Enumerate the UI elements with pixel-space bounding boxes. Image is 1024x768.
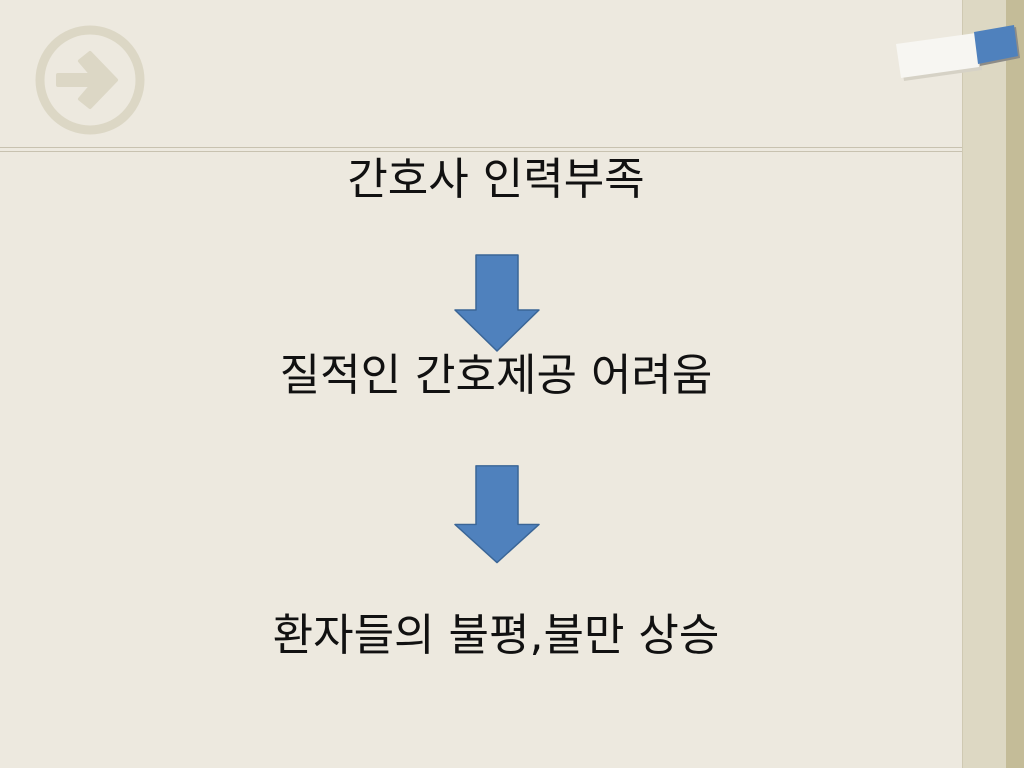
arrow-down-icon <box>454 254 540 352</box>
paper-tag-icon <box>896 25 1020 81</box>
arrow-down-icon <box>454 465 540 564</box>
flow-step-1: 간호사 인력부족 <box>347 154 645 205</box>
right-side-strip <box>1006 0 1024 768</box>
flow-step-2: 질적인 간호제공 어려움 <box>279 350 713 401</box>
circle-arrow-right-icon[interactable] <box>34 24 146 136</box>
right-side-panel <box>962 0 1007 768</box>
flow-step-3: 환자들의 불평,불만 상승 <box>272 610 720 661</box>
header-divider <box>0 147 962 152</box>
